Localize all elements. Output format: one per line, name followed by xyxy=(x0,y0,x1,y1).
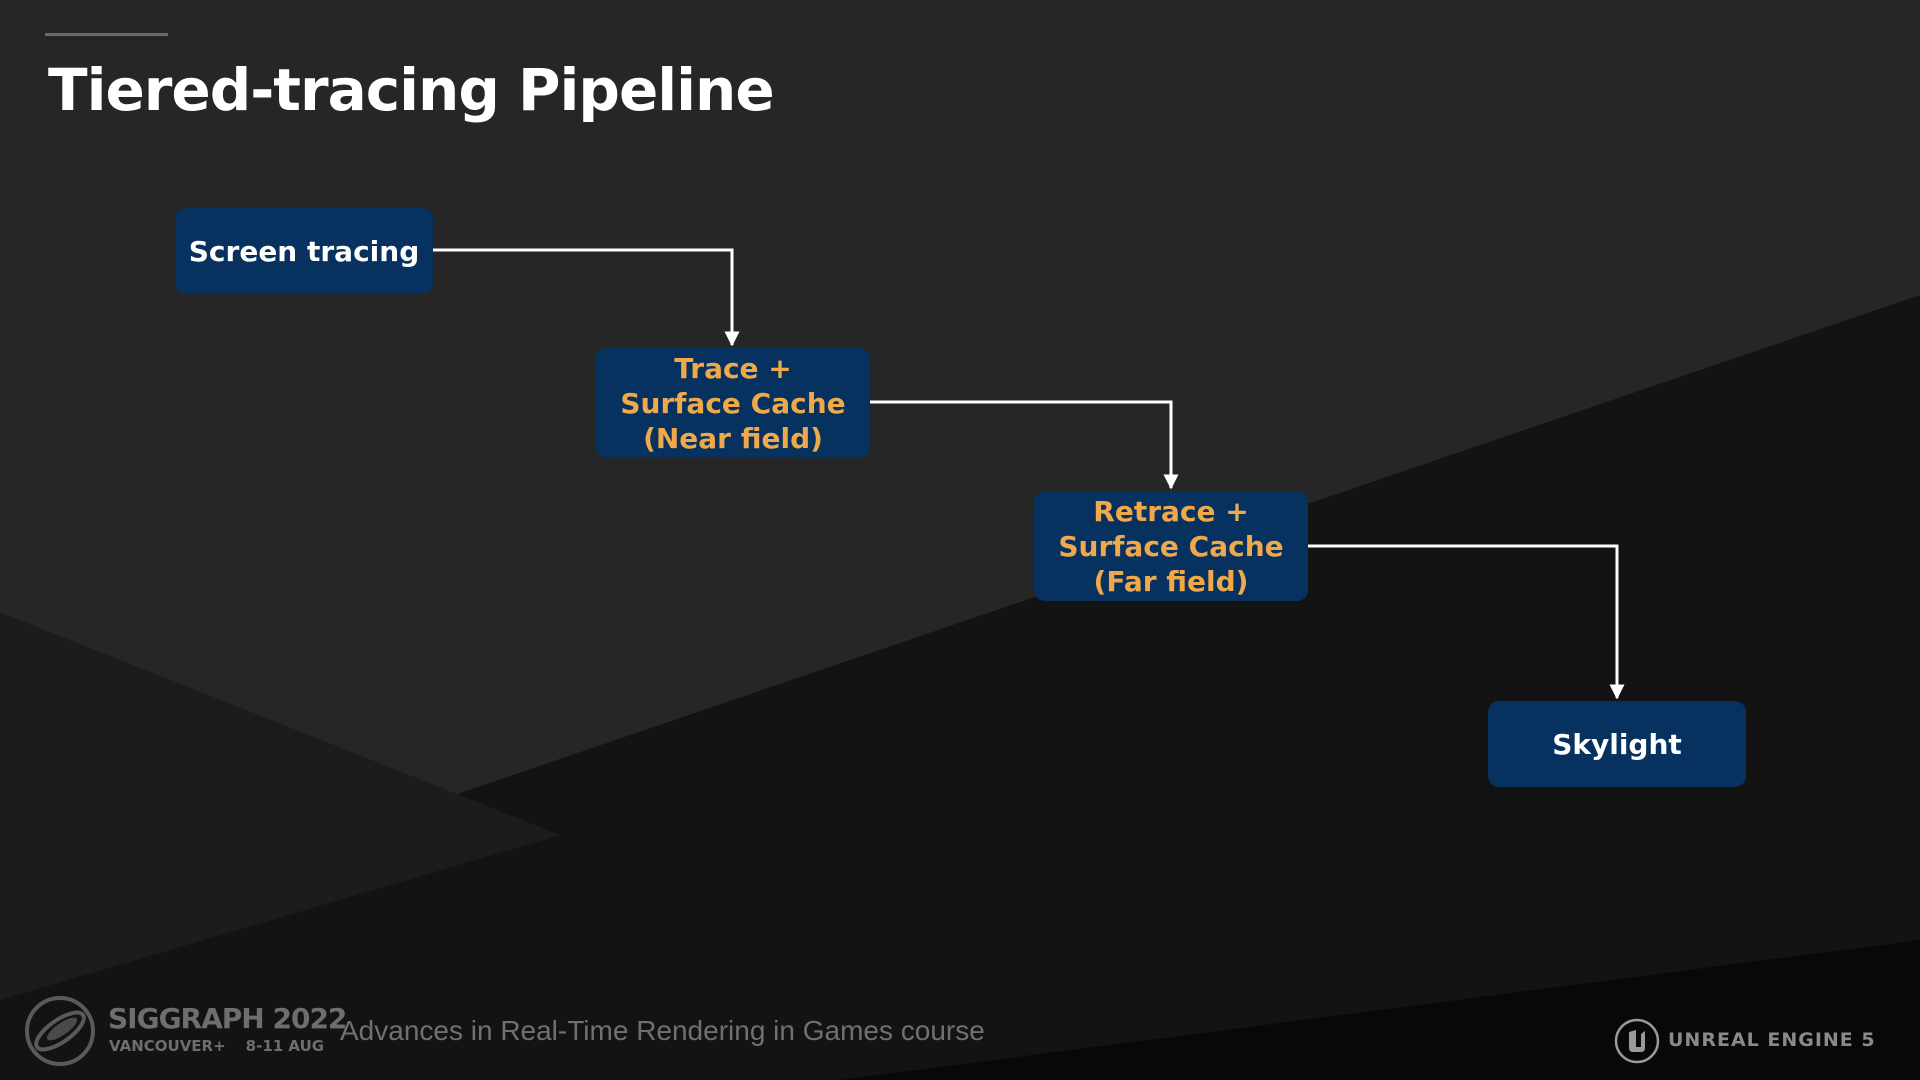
node-label-line-1: Trace + xyxy=(674,351,792,385)
footer-course: Advances in Real-Time Rendering in Games… xyxy=(340,1015,985,1046)
footer-location-dates: VANCOUVER+ 8-11 AUG xyxy=(109,1037,344,1055)
node-label-line-2: Surface Cache xyxy=(620,386,846,420)
footer-engine: UNREAL ENGINE 5 xyxy=(1668,1029,1876,1051)
node-label-line-3: (Far field) xyxy=(1093,564,1249,598)
footer-dates: 8-11 AUG xyxy=(245,1037,325,1055)
slide-title: Tiered-tracing Pipeline xyxy=(48,56,775,124)
node-trace-surface-cache-near: Trace + Surface Cache (Near field) xyxy=(596,348,870,458)
siggraph-swirl-icon xyxy=(25,996,95,1066)
footer-conference: SIGGRAPH 2022 xyxy=(108,1002,347,1035)
node-skylight: Skylight xyxy=(1488,701,1746,787)
node-label-line-3: (Near field) xyxy=(643,421,823,455)
title-rule xyxy=(45,33,168,36)
node-label-line-2: Surface Cache xyxy=(1058,529,1284,563)
node-label-line-1: Retrace + xyxy=(1093,494,1249,528)
node-label: Screen tracing xyxy=(188,234,420,268)
node-label: Skylight xyxy=(1552,727,1682,761)
node-retrace-surface-cache-far: Retrace + Surface Cache (Far field) xyxy=(1034,491,1308,601)
footer-location: VANCOUVER+ xyxy=(109,1037,226,1055)
node-screen-tracing: Screen tracing xyxy=(175,208,433,294)
unreal-logo-icon xyxy=(1614,1018,1660,1064)
